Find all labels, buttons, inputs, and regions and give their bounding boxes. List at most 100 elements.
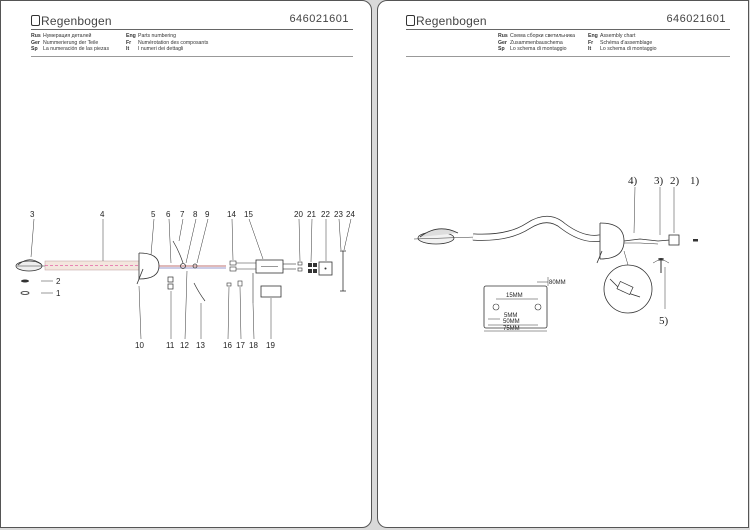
dim-15: 15MM xyxy=(506,293,523,299)
title-text: Нумерация деталей xyxy=(43,33,92,39)
connector-box xyxy=(668,234,680,246)
step-3: 3) xyxy=(654,175,664,187)
connector-14b xyxy=(229,266,237,272)
title-text: Assembly chart xyxy=(600,33,636,39)
lang-code: Ger xyxy=(498,39,507,46)
brand-logo: Regenbogen xyxy=(31,14,112,28)
part-11 xyxy=(167,276,174,283)
lang-code: Eng xyxy=(588,33,598,39)
assembly-diagram: 4) 3) 2) 1) 5) 80MM 15MM 5MM 50MM 75MM xyxy=(413,175,700,332)
lang-code: Fr xyxy=(588,39,594,46)
box-19 xyxy=(260,285,282,298)
callout-9: 9 xyxy=(205,210,210,219)
title-text: Zusammenbauschema xyxy=(510,39,563,46)
sub-rule xyxy=(406,56,730,57)
dim-50: 50MM xyxy=(503,319,520,325)
title-text: I numeri dei dettagli xyxy=(138,46,184,53)
step-leaders xyxy=(633,186,675,309)
callout-24: 24 xyxy=(346,210,355,219)
callout-12: 12 xyxy=(180,341,189,350)
title-text: Nummerierung der Teile xyxy=(43,39,99,46)
connector-14 xyxy=(229,260,237,266)
callout-20: 20 xyxy=(294,210,303,219)
wire-13 xyxy=(193,282,206,302)
lang-code: Sp xyxy=(31,46,38,53)
flexible-arm xyxy=(44,260,144,271)
callout-14: 14 xyxy=(227,210,236,219)
base-cap xyxy=(599,222,625,260)
screw-10 xyxy=(136,268,144,285)
terminal-21c xyxy=(308,269,312,273)
step-1: 1) xyxy=(690,175,700,187)
brand-logo: Regenbogen xyxy=(406,14,487,28)
brand-name: Regenbogen xyxy=(416,14,487,28)
part-17 xyxy=(237,280,243,287)
callout-18: 18 xyxy=(249,341,258,350)
step-4: 4) xyxy=(628,175,638,187)
callout-13: 13 xyxy=(196,341,205,350)
lang-code: Rus xyxy=(498,33,508,39)
title-text: La numeración de las piezas xyxy=(43,46,110,53)
plug-20b xyxy=(297,267,303,272)
rotate-arrow xyxy=(652,259,670,264)
title-text: Lo schema di montaggio xyxy=(600,46,657,53)
base-screw xyxy=(596,250,603,264)
socket-hole xyxy=(324,267,327,270)
callout-15: 15 xyxy=(244,210,253,219)
terminal-21d xyxy=(313,269,317,273)
gooseneck-arm xyxy=(472,216,601,242)
header-rule xyxy=(31,29,353,30)
title-text: Lo schema di montaggio xyxy=(510,46,567,53)
title-text: Numérotation des composants xyxy=(138,39,209,46)
step-2: 2) xyxy=(670,175,680,187)
part-2 xyxy=(21,279,29,283)
callout-22: 22 xyxy=(321,210,330,219)
wire-bundle-2 xyxy=(624,242,659,245)
terminal-21b xyxy=(313,263,317,267)
lang-code: Sp xyxy=(498,46,505,53)
wire-7 xyxy=(172,240,184,264)
callout-16: 16 xyxy=(223,341,232,350)
lang-code: Rus xyxy=(31,33,41,39)
callout-6: 6 xyxy=(166,210,171,219)
lang-code: Fr xyxy=(126,39,132,46)
callout-11: 11 xyxy=(166,341,175,350)
terminal-21 xyxy=(308,263,312,267)
mount-hole-left xyxy=(492,303,500,311)
lang-code: It xyxy=(126,46,130,53)
brand-mark-icon xyxy=(406,15,415,26)
dim-75: 75MM xyxy=(503,326,520,332)
callout-19: 19 xyxy=(266,341,275,350)
callout-5: 5 xyxy=(151,210,156,219)
callout-8: 8 xyxy=(193,210,198,219)
title-text: Schéma d'assemblage xyxy=(600,39,653,46)
callout-21: 21 xyxy=(307,210,316,219)
lamp-shade xyxy=(17,259,42,266)
detail-leader xyxy=(623,250,629,266)
dim-80: 80MM xyxy=(549,280,566,286)
callout-23: 23 xyxy=(334,210,343,219)
callout-10: 10 xyxy=(135,341,144,350)
lamp-axis xyxy=(413,236,477,240)
callout-4: 4 xyxy=(100,210,105,219)
part-1 xyxy=(20,291,30,295)
step-5: 5) xyxy=(659,315,669,327)
lang-code: Eng xyxy=(126,33,136,39)
brand-mark-icon xyxy=(31,15,40,26)
plug-20 xyxy=(297,261,303,266)
lang-code: It xyxy=(588,46,592,53)
washer-9 xyxy=(192,263,198,269)
nut-8 xyxy=(180,263,186,269)
screw-head xyxy=(658,258,664,260)
callout-17: 17 xyxy=(236,341,245,350)
part-1 xyxy=(693,239,698,242)
title-text: Parts numbering xyxy=(138,33,177,39)
callout-1: 1 xyxy=(56,289,61,298)
wire-bundle xyxy=(623,238,671,242)
part-11b xyxy=(167,283,174,290)
